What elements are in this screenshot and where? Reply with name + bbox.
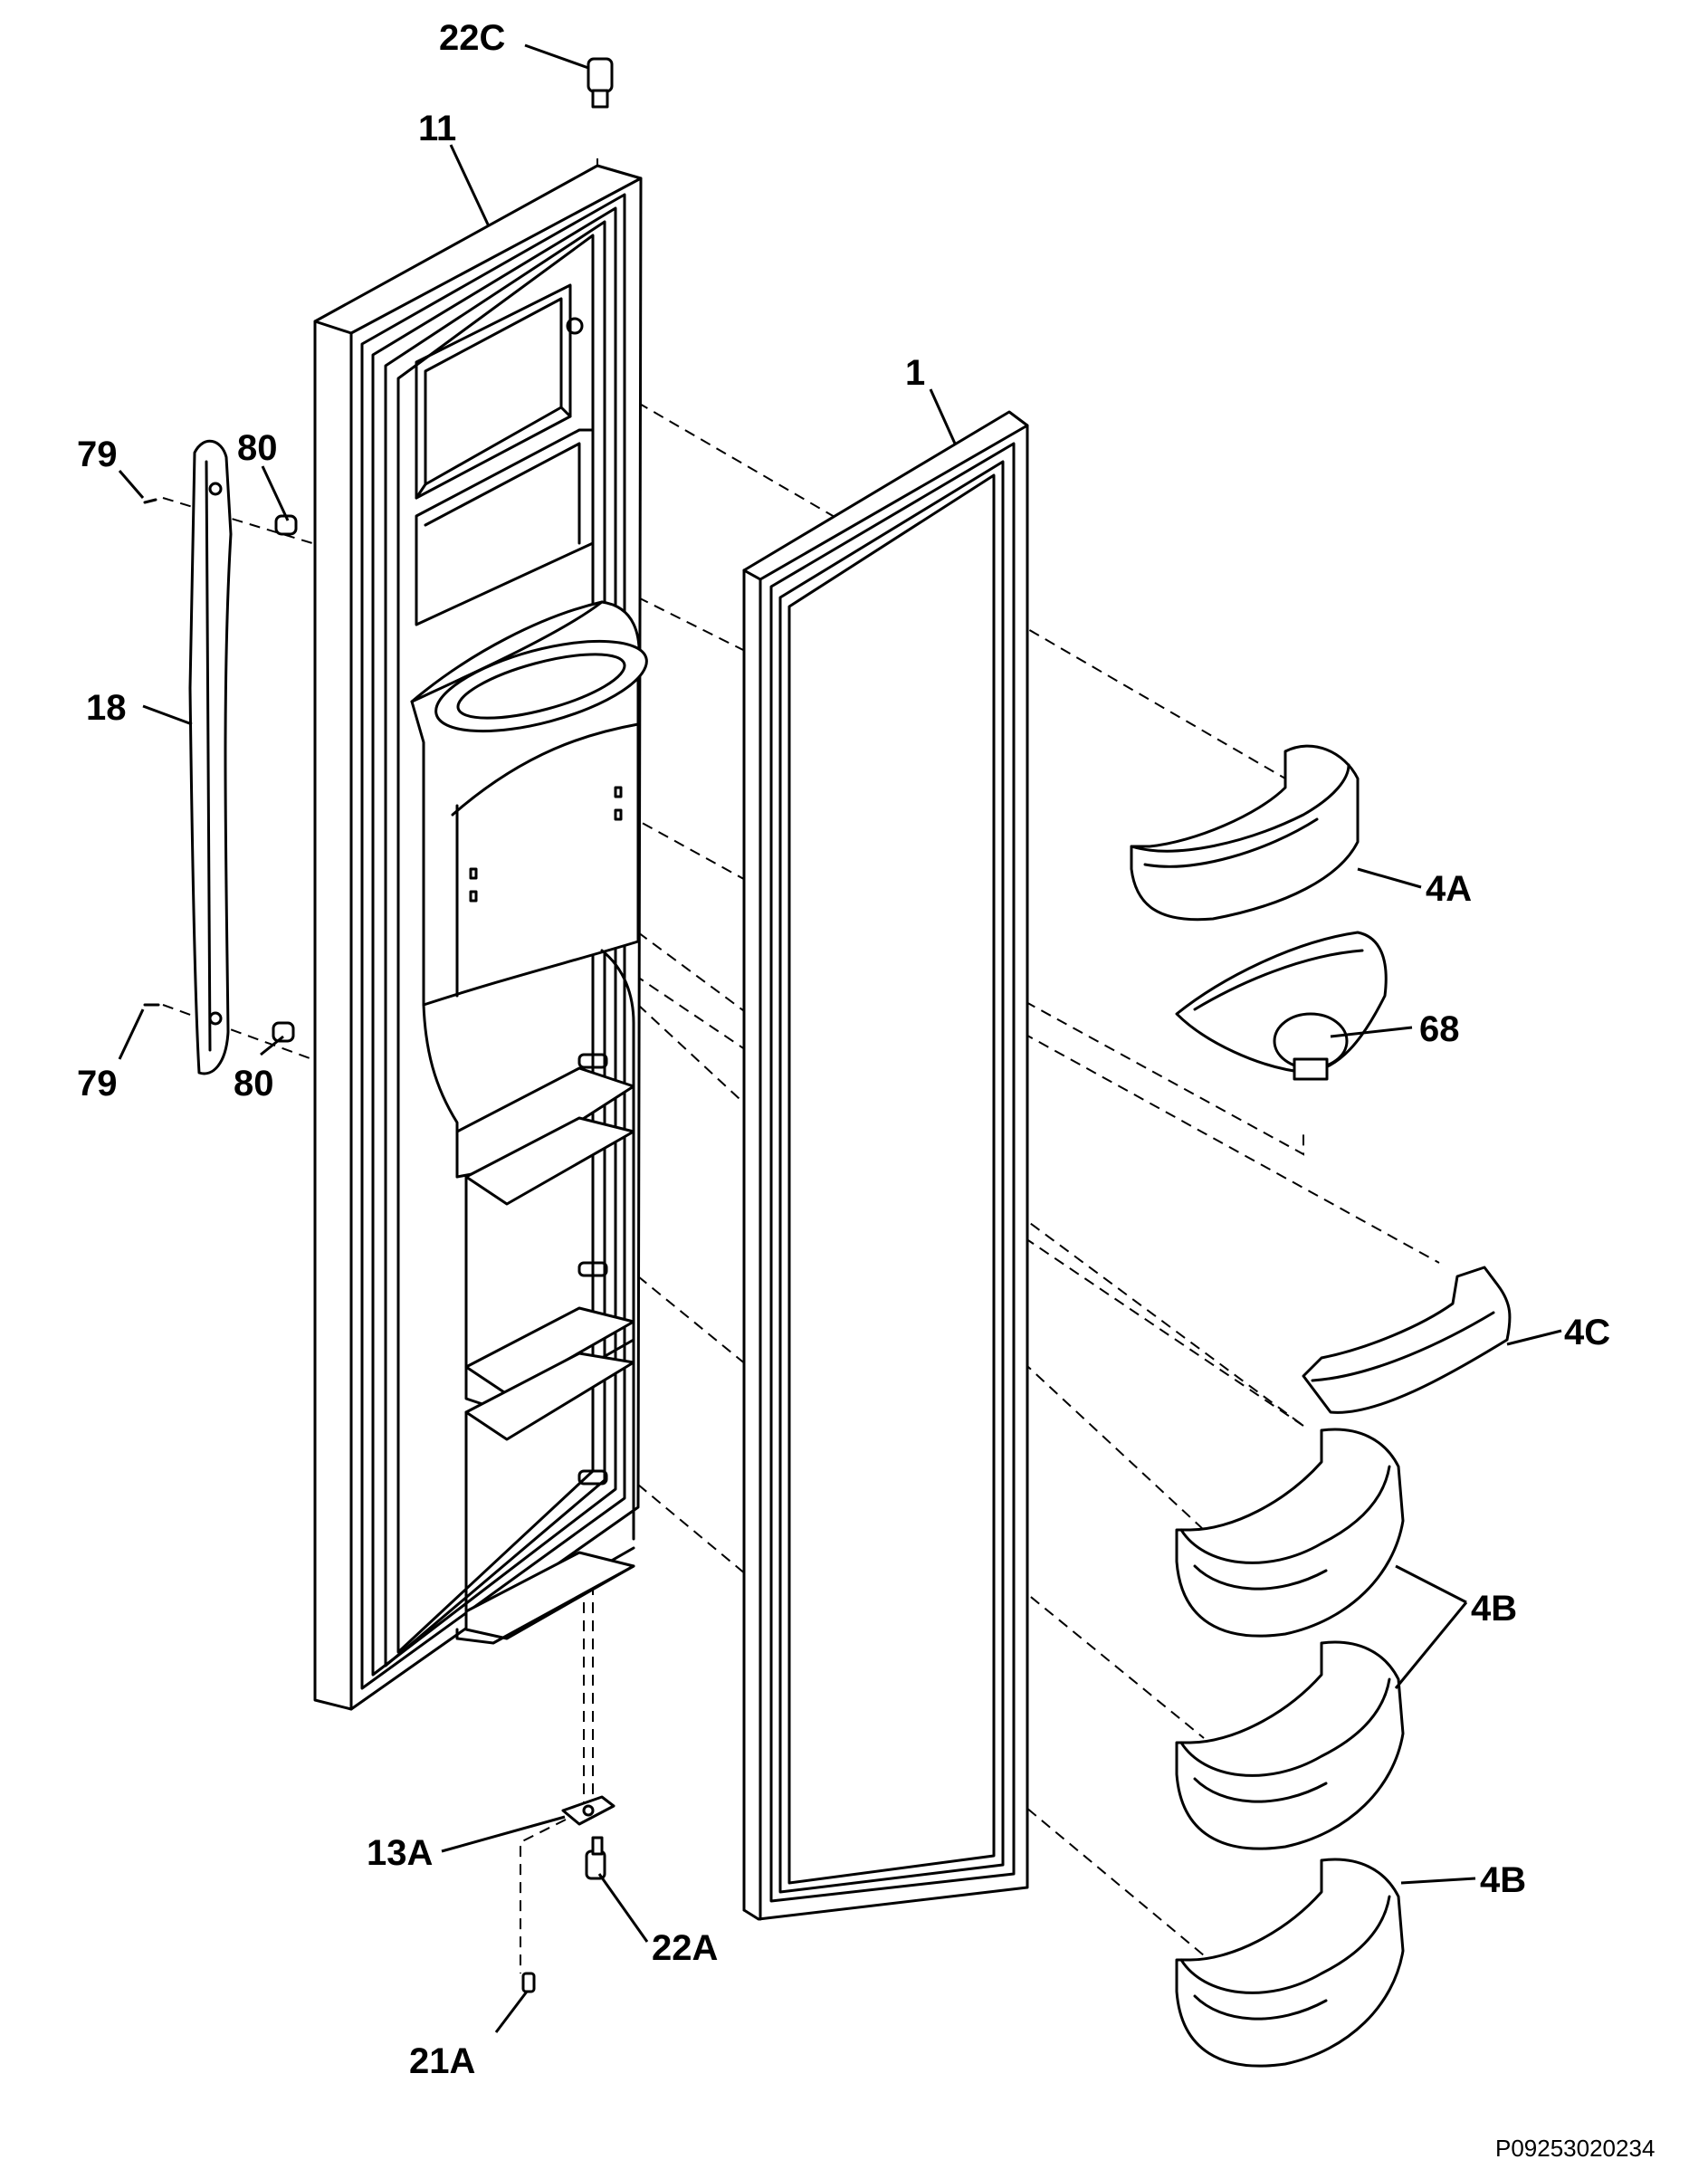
label-13a: 13A [367,1833,433,1873]
label-79-bottom: 79 [77,1064,118,1104]
bin-4c [1302,1266,1512,1414]
label-68: 68 [1419,1009,1460,1049]
bin-4b-middle [1175,1640,1405,1850]
hinge-bracket-13a [561,1795,615,1826]
dispenser-housing [410,600,648,1007]
label-4b-single: 4B [1480,1860,1526,1900]
screw-80-bottom [272,1021,295,1043]
label-80-top: 80 [237,428,278,468]
bin-4b-upper [1175,1428,1405,1638]
hinge-pin-22a [585,1836,606,1880]
label-22c: 22C [439,18,505,58]
label-21a: 21A [409,2041,475,2081]
label-79-top: 79 [77,435,118,474]
part-labels: 22C 11 1 79 80 18 79 80 4A 68 4C 4B 4B 1… [77,18,1610,2081]
label-4a: 4A [1426,869,1472,909]
bin-68 [1175,931,1388,1081]
hinge-pin-22c [587,57,614,109]
label-4b-pair: 4B [1471,1589,1517,1629]
bin-4b-lower [1175,1858,1405,2068]
screw-79-top [143,498,157,504]
bin-4a [1130,744,1360,922]
screw-21a [521,1972,536,1993]
label-18: 18 [86,688,127,728]
door-shelves [422,949,635,1645]
diagram-code: P09253020234 [1495,2135,1655,2162]
handle [188,440,233,1075]
label-22a: 22A [652,1928,718,1968]
label-80-bottom: 80 [234,1064,274,1104]
label-1: 1 [905,353,925,393]
label-4c: 4C [1564,1313,1610,1352]
leader-lines [118,43,1562,2033]
door-gasket [742,410,1029,1921]
label-11: 11 [418,109,456,148]
